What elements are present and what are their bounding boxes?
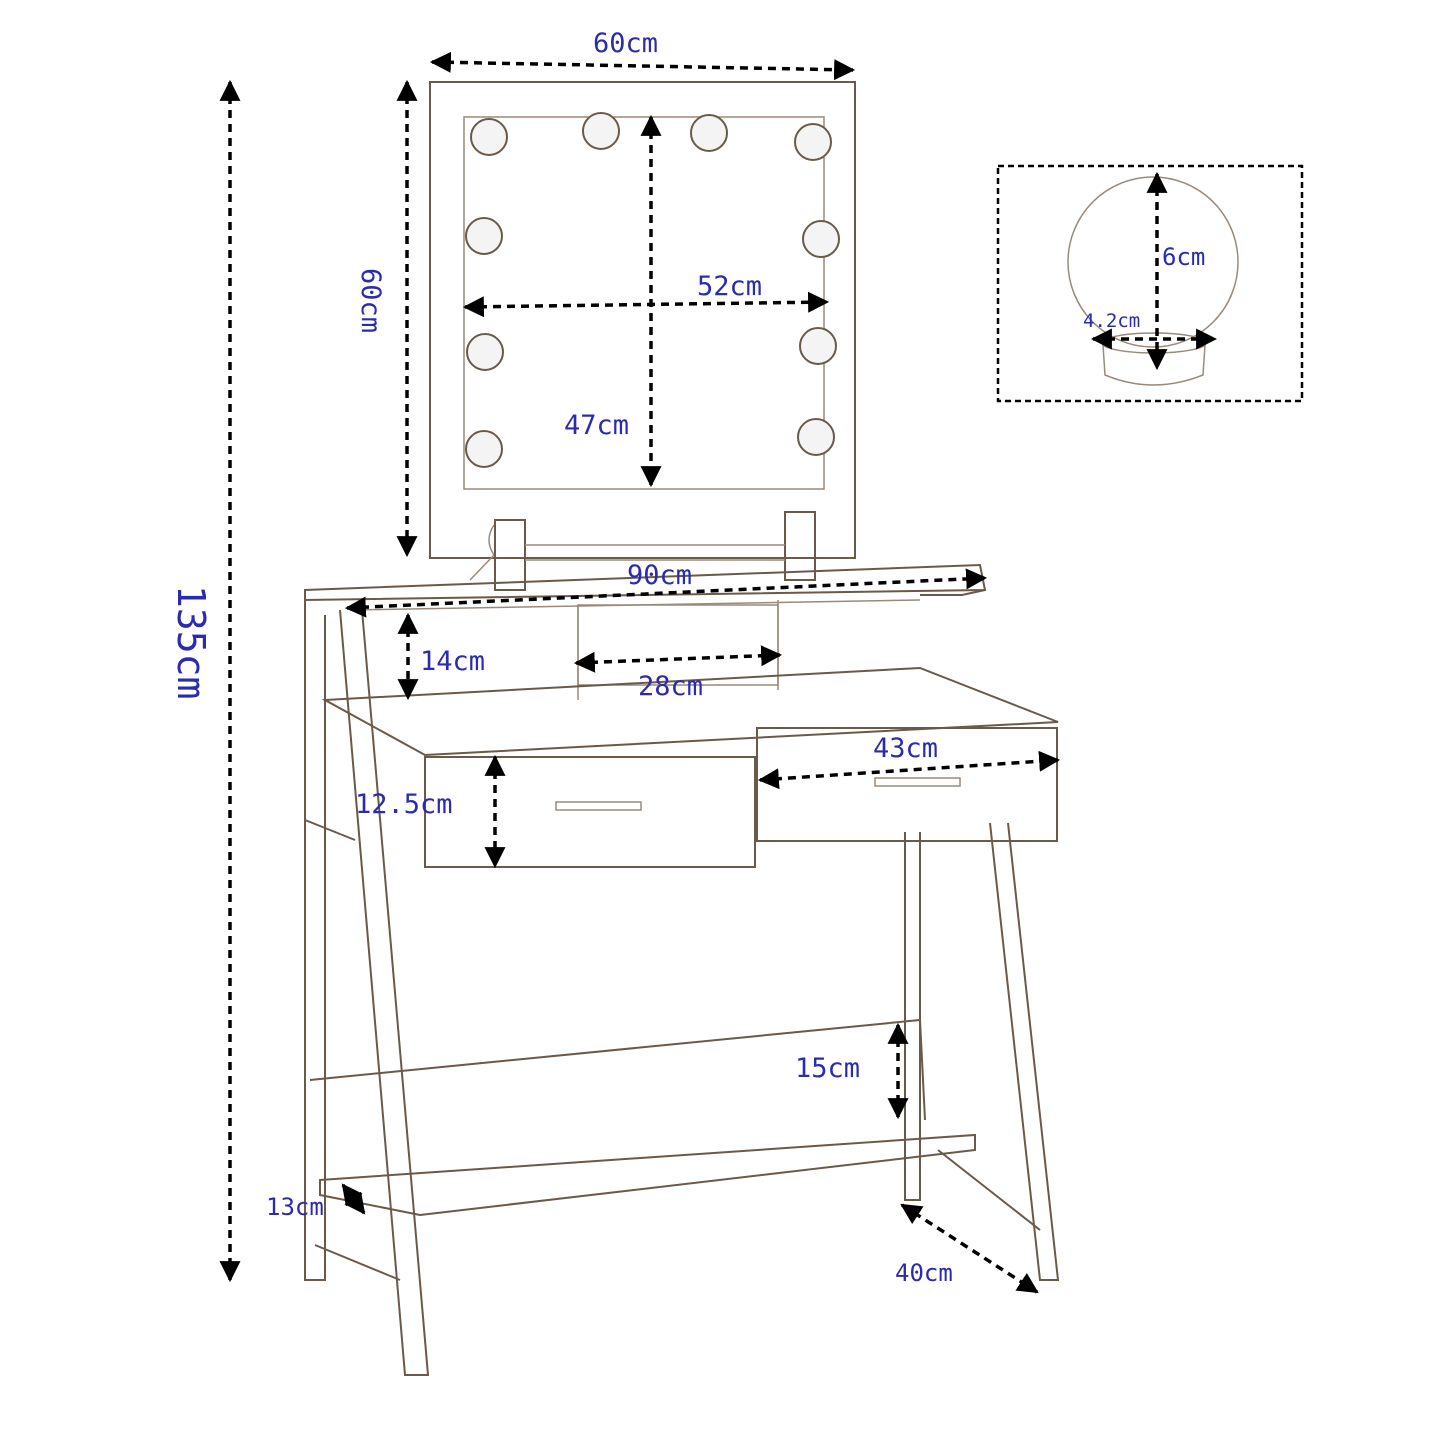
bulb-left-1 bbox=[465, 217, 503, 255]
dim-compartment-width bbox=[573, 645, 783, 673]
label-mirror-width: 60cm bbox=[593, 28, 658, 59]
dim-table-width bbox=[344, 568, 988, 618]
dimension-lines bbox=[219, 51, 1061, 1294]
label-mirror-inner-height: 47cm bbox=[564, 410, 629, 441]
label-shelf-depth: 13cm bbox=[266, 1193, 324, 1221]
drawer-left bbox=[424, 756, 756, 868]
label-bulb-base-width: 4.2cm bbox=[1083, 310, 1140, 332]
bulb-right-3 bbox=[797, 418, 835, 456]
bulb-right-1 bbox=[802, 220, 840, 258]
drawer-right-handle bbox=[874, 777, 961, 787]
label-shelf-height: 14cm bbox=[420, 646, 485, 677]
label-mirror-inner-width: 52cm bbox=[697, 271, 762, 302]
bulb-top-2 bbox=[582, 112, 620, 150]
label-mirror-height: 60cm bbox=[355, 268, 386, 333]
bulb-right-2 bbox=[799, 327, 837, 365]
label-drawer-height: 12.5cm bbox=[355, 789, 453, 820]
bulb-top-3 bbox=[690, 114, 728, 152]
bulb-top-4 bbox=[794, 123, 832, 161]
mirror-bulbs bbox=[465, 112, 840, 468]
label-total-height: 135cm bbox=[169, 585, 213, 699]
label-table-depth: 40cm bbox=[895, 1259, 953, 1287]
drawer-left-handle bbox=[555, 801, 642, 811]
bulb-left-2 bbox=[466, 333, 504, 371]
bulb-detail-inset: 6cm 4.2cm bbox=[996, 164, 1304, 403]
label-bulb-height: 6cm bbox=[1162, 243, 1205, 271]
bulb-top-1 bbox=[470, 118, 508, 156]
label-compartment-width: 28cm bbox=[638, 671, 703, 702]
dimension-labels: 60cm 60cm 52cm 47cm 135cm 90cm 14cm 28cm… bbox=[169, 28, 953, 1287]
dim-table-depth bbox=[900, 1203, 1039, 1294]
label-table-width: 90cm bbox=[627, 560, 692, 591]
bulb-left-3 bbox=[465, 430, 503, 468]
label-lower-shelf-height: 15cm bbox=[795, 1053, 860, 1084]
dim-mirror-inner-width bbox=[462, 291, 830, 318]
dim-shelf-depth bbox=[341, 1183, 366, 1215]
mirror bbox=[429, 81, 856, 581]
dim-drawer-width bbox=[757, 750, 1061, 790]
dim-mirror-width bbox=[429, 51, 856, 81]
label-drawer-width: 43cm bbox=[873, 733, 938, 764]
